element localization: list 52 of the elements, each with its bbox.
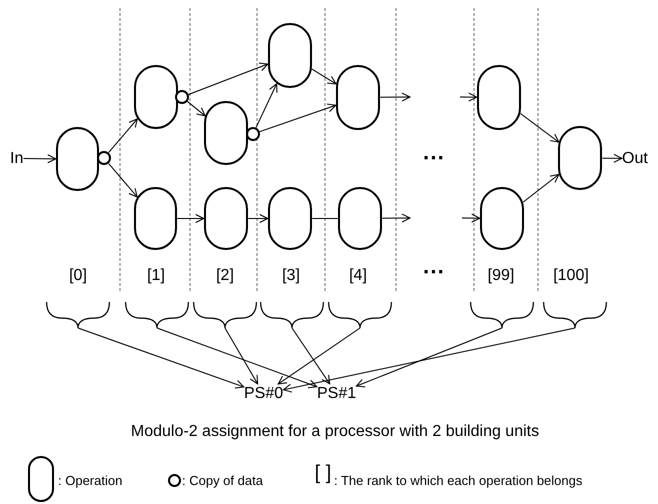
arrow bbox=[176, 214, 204, 223]
arrow bbox=[282, 328, 576, 393]
arrow bbox=[520, 113, 560, 143]
arrow bbox=[460, 92, 478, 102]
rank-label: [100] bbox=[553, 268, 589, 284]
input-label: In bbox=[10, 150, 24, 167]
curly-brace bbox=[470, 302, 534, 328]
data-copy-circle bbox=[97, 151, 111, 165]
arrow bbox=[356, 328, 502, 388]
arrow bbox=[278, 328, 360, 384]
data-copy-circle bbox=[246, 127, 260, 141]
rank-label: [3] bbox=[282, 268, 300, 284]
arrow bbox=[311, 68, 337, 84]
curly-brace bbox=[328, 302, 392, 328]
arrow bbox=[522, 174, 560, 203]
output-label: Out bbox=[622, 150, 648, 167]
data-copy-circle bbox=[175, 90, 189, 104]
rank-label: [2] bbox=[216, 268, 234, 284]
arrow bbox=[188, 62, 268, 95]
ellipsis: ··· bbox=[423, 261, 445, 283]
rank-label: [0] bbox=[69, 268, 87, 284]
arrow bbox=[186, 100, 206, 116]
rank-label: [1] bbox=[147, 268, 165, 284]
arrow bbox=[462, 214, 480, 223]
rank-label: [99] bbox=[488, 268, 514, 284]
arrow bbox=[292, 328, 330, 384]
arrow bbox=[248, 214, 268, 223]
ellipsis: ··· bbox=[423, 147, 445, 169]
caption: Modulo-2 assignment for a processor with 2 building units bbox=[130, 424, 540, 440]
curly-brace bbox=[543, 302, 607, 328]
arrow bbox=[108, 163, 138, 198]
arrow bbox=[602, 154, 622, 163]
arrow bbox=[255, 83, 278, 128]
curly-brace bbox=[260, 302, 324, 328]
arrow bbox=[259, 104, 336, 132]
processor-label: PS#1 bbox=[317, 384, 356, 404]
processor-label: PS#0 bbox=[244, 384, 284, 404]
arrow bbox=[224, 328, 258, 384]
curly-brace bbox=[46, 302, 110, 328]
arrow bbox=[382, 214, 410, 223]
legend-text: : Operation bbox=[58, 474, 122, 487]
bracket-symbol: [ ] bbox=[314, 463, 332, 483]
legend-text: : The rank to which each operation belongs bbox=[334, 474, 582, 487]
arrow bbox=[108, 118, 138, 153]
arrow bbox=[380, 92, 410, 102]
curly-brace bbox=[193, 302, 257, 328]
arrow bbox=[156, 328, 318, 388]
legend-text: : Copy of data bbox=[182, 474, 263, 487]
arrow bbox=[22, 154, 56, 164]
arrow bbox=[78, 328, 244, 389]
curly-brace bbox=[125, 302, 189, 328]
rank-label: [4] bbox=[349, 268, 367, 284]
